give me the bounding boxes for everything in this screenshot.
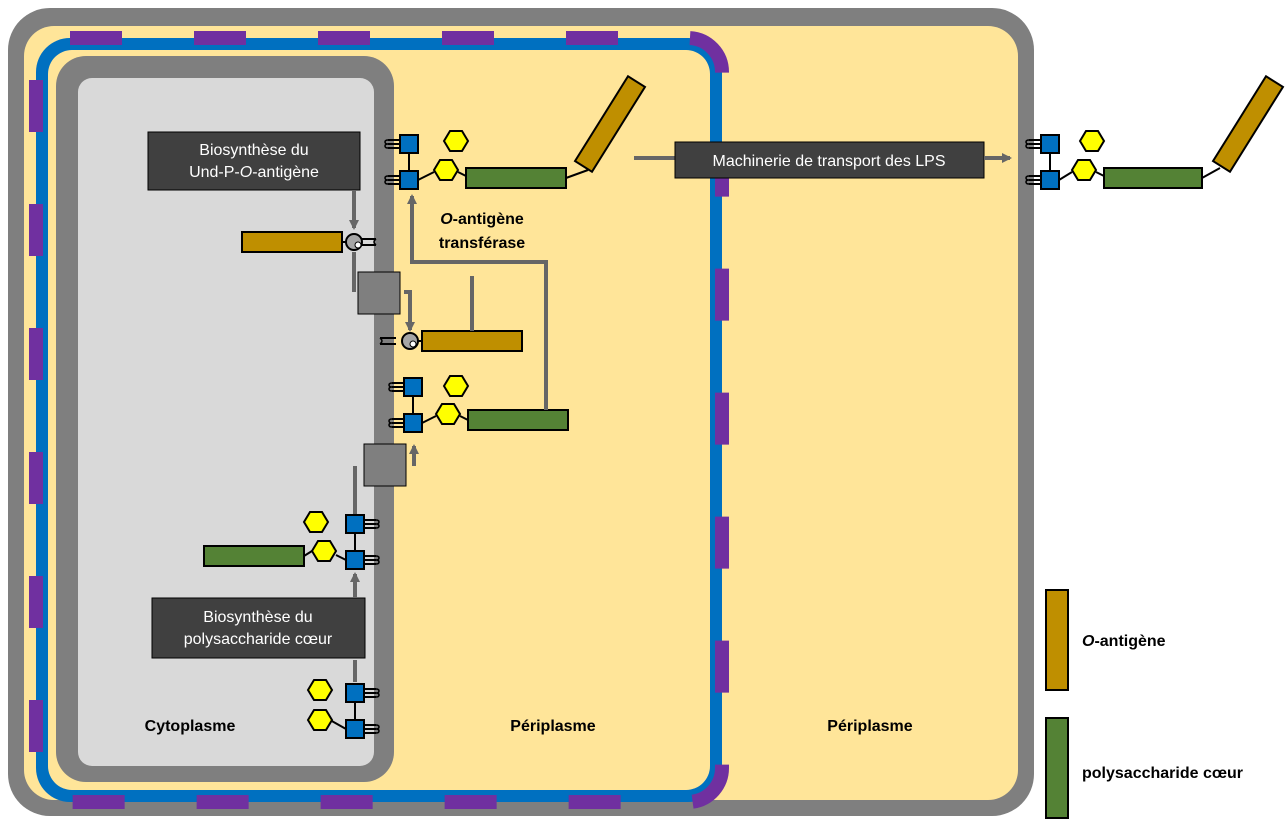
core-lipid-a-bottom (306, 679, 380, 739)
legend-o-antigen-swatch (1045, 589, 1069, 691)
flippase-lower (363, 443, 407, 487)
core-biosynthesis-line2: polysaccharide cœur (184, 631, 333, 648)
core-biosynthesis-box (151, 597, 366, 659)
outer-periplasm-label: Périplasme (827, 718, 912, 735)
periplasm-lipid-a-core (388, 375, 569, 433)
und-p-biosynthesis-line2: Und-P-O-antigène (189, 164, 319, 181)
und-p-biosynthesis-line1: Biosynthèse du (199, 142, 308, 159)
legend-o-antigen-label: O-antigène (1082, 633, 1166, 650)
legend-core-label: polysaccharide cœur (1082, 765, 1243, 782)
flippase-upper (357, 271, 401, 315)
arrow-flip-upper-out (404, 290, 415, 332)
ligase-connector (412, 196, 548, 410)
inner-periplasm-label: Périplasme (510, 718, 595, 735)
legend-core-swatch (1045, 717, 1069, 819)
transport-machinery-label: Machinerie de transport des LPS (712, 153, 945, 170)
core-lipid-a-with-core (203, 511, 380, 570)
complete-lps-inner (384, 74, 647, 190)
ligase-label-line1: O-antigène (440, 211, 524, 228)
und-p-o-antigen-cytoplasm (241, 231, 377, 253)
complete-lps-surface (1025, 74, 1285, 190)
cytoplasm-label: Cytoplasme (145, 718, 236, 735)
core-biosynthesis-line1: Biosynthèse du (203, 609, 312, 626)
outer-membrane-stripes (29, 31, 729, 809)
und-p-biosynthesis-box (147, 131, 361, 191)
ligase-label-line2: transférase (439, 235, 525, 252)
